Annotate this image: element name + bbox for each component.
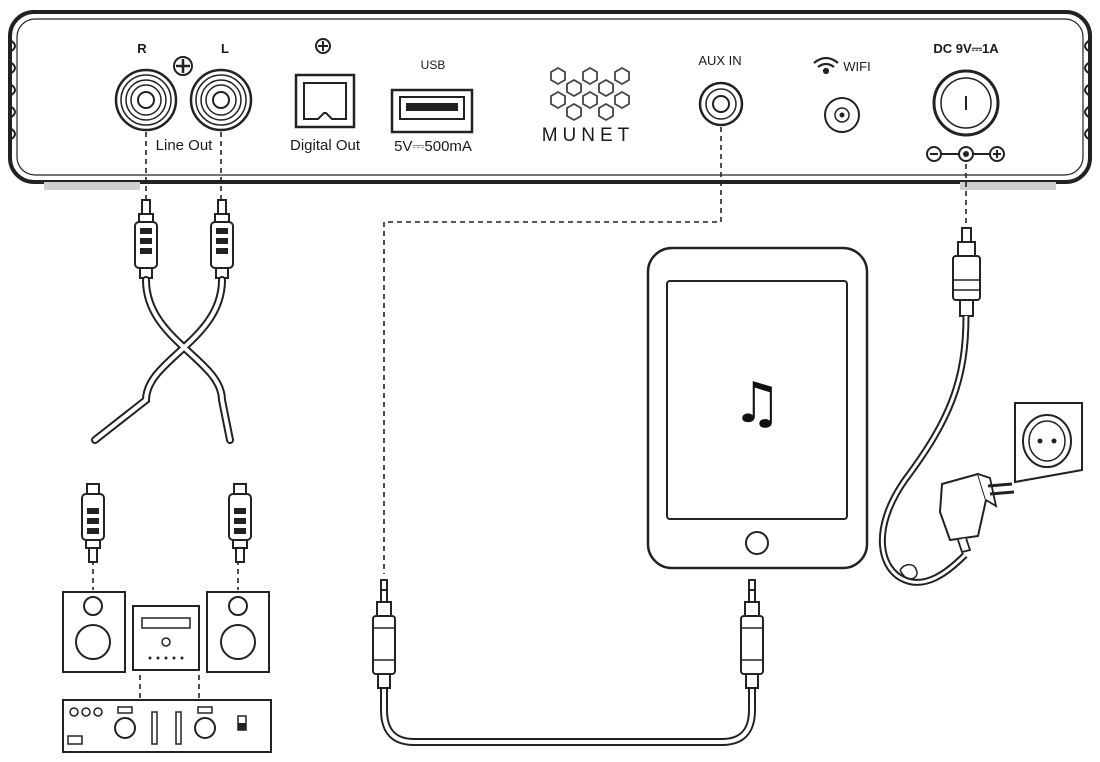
foot-left — [44, 182, 140, 190]
aux-in-section: AUX IN — [698, 53, 744, 127]
dc-plug — [952, 227, 981, 317]
tablet-device: ♫ — [646, 246, 869, 570]
aux-cable-wire — [380, 668, 756, 746]
usb-title: USB — [421, 58, 446, 72]
rca-plug-top-right — [134, 199, 158, 279]
speaker-right — [206, 591, 270, 673]
aux-cable — [372, 579, 764, 746]
tablet-home-button[interactable] — [745, 531, 769, 555]
dc-power-jack[interactable] — [932, 69, 1000, 137]
wifi-label: WIFI — [843, 59, 870, 74]
channel-r-label: R — [137, 41, 147, 56]
usb-port[interactable] — [390, 88, 474, 134]
aux-plug-right — [740, 579, 764, 689]
brand-name: MUNET — [542, 125, 635, 146]
wifi-section: WIFI — [813, 56, 871, 133]
rca-jack-right[interactable] — [114, 68, 178, 132]
side-grip-left — [9, 39, 16, 141]
rca-cable-wires — [91, 276, 234, 444]
brand-logo: MUNET — [542, 66, 635, 146]
foot-right — [960, 182, 1056, 190]
rca-jack-left[interactable] — [189, 68, 253, 132]
power-cord — [879, 315, 970, 586]
aux-in-label: AUX IN — [698, 53, 741, 68]
ground-screw-icon — [173, 56, 193, 76]
amplifier — [62, 699, 272, 753]
aux-plug-left — [372, 579, 396, 689]
channel-l-label: L — [221, 41, 229, 56]
music-note-icon: ♫ — [732, 371, 782, 436]
stereo-receiver — [132, 605, 200, 671]
rca-cable-wires-inner — [93, 278, 232, 442]
aux-in-jack[interactable] — [698, 81, 744, 127]
digital-out-label: Digital Out — [290, 137, 361, 154]
hifi-system — [62, 591, 272, 753]
power-adapter — [879, 227, 1083, 586]
device-back-panel — [8, 10, 1092, 190]
rca-plug-bottom-right — [228, 483, 252, 563]
ground-symbol-icon — [315, 38, 331, 54]
hexagon-logo-icon — [550, 66, 630, 122]
connection-guides — [92, 127, 967, 700]
digital-out-section: Digital Out — [290, 38, 361, 154]
power-cord-coil — [899, 563, 918, 580]
speaker-left — [62, 591, 126, 673]
optical-port[interactable] — [294, 73, 356, 129]
polarity-icon — [926, 146, 1005, 162]
usb-section: USB 5V⎓500mA — [390, 58, 474, 155]
rca-plug-top-left — [210, 199, 234, 279]
line-out-section: R L Line Out — [114, 41, 253, 154]
dc-rating-label: DC 9V⎓1A — [933, 41, 999, 56]
rca-cable — [81, 199, 252, 563]
wall-adapter-icon — [938, 472, 1015, 554]
wifi-icon — [813, 56, 839, 75]
wall-socket-icon — [1014, 402, 1083, 484]
line-out-label: Line Out — [156, 137, 214, 154]
usb-rating: 5V⎓500mA — [394, 138, 472, 155]
wifi-antenna-connector[interactable] — [824, 97, 860, 133]
dc-in-section: DC 9V⎓1A — [926, 41, 1005, 162]
rca-plug-bottom-left — [81, 483, 105, 563]
side-grip-right — [1084, 39, 1091, 141]
